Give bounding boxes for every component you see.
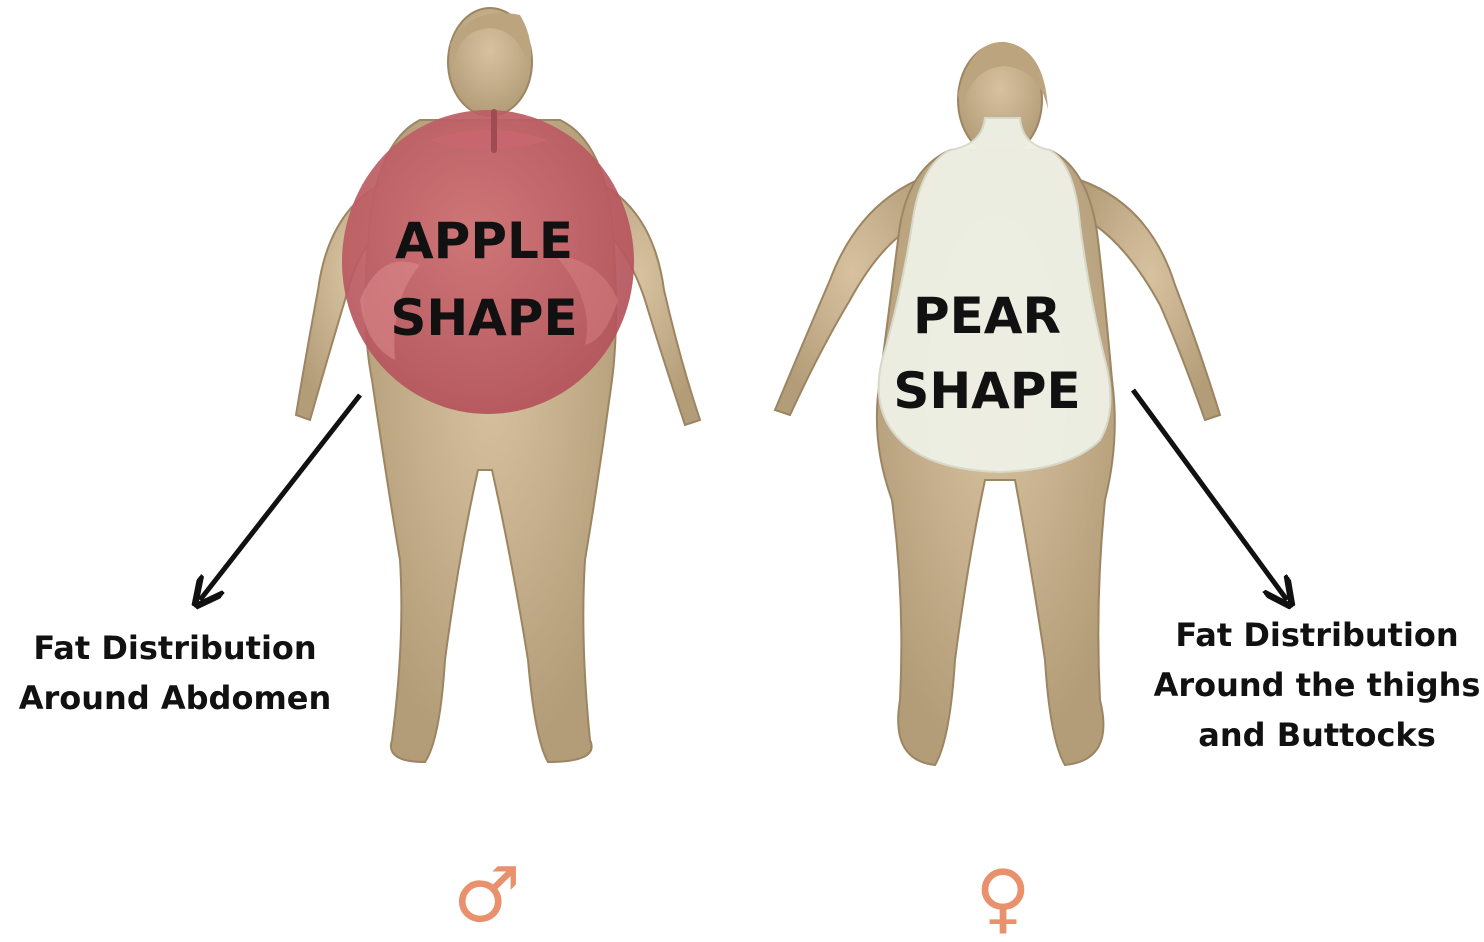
pear-caption-line2: Around the thighs	[1150, 660, 1484, 710]
apple-caption-line2: Around Abdomen	[10, 673, 340, 723]
apple-caption: Fat Distribution Around Abdomen	[10, 623, 340, 723]
pear-caption-line1: Fat Distribution	[1150, 610, 1484, 660]
female-symbol-icon: ♀	[953, 858, 1053, 938]
pear-caption: Fat Distribution Around the thighs and B…	[1150, 610, 1484, 760]
apple-arrow	[200, 395, 360, 600]
apple-caption-line1: Fat Distribution	[10, 623, 340, 673]
pear-caption-line3: and Buttocks	[1150, 710, 1484, 760]
pear-label-line1: PEAR	[913, 287, 1061, 345]
apple-label-line1: APPLE	[395, 212, 573, 270]
male-symbol-icon: ♂	[437, 855, 537, 935]
apple-label-line2: SHAPE	[390, 289, 577, 347]
pear-arrow	[1133, 390, 1287, 600]
pear-label-line2: SHAPE	[893, 362, 1080, 420]
